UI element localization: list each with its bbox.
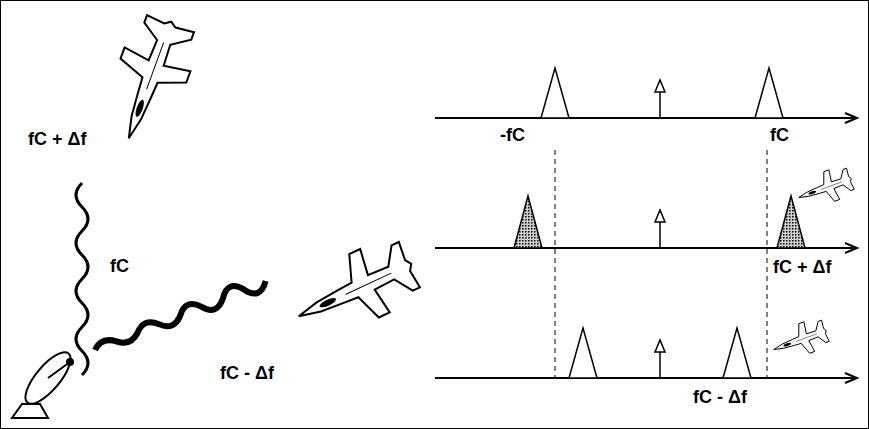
spectral-lines bbox=[514, 68, 805, 378]
carrier-arrows bbox=[655, 80, 665, 378]
jet-receding bbox=[284, 232, 426, 348]
jet-approaching bbox=[96, 10, 204, 150]
wave-up bbox=[76, 183, 88, 375]
jet-small bbox=[793, 164, 856, 213]
radar-dish bbox=[12, 346, 78, 418]
frequency-label: -fC bbox=[498, 124, 527, 146]
frequency-label: fC bbox=[108, 255, 131, 277]
frequency-label: fC + Δf bbox=[26, 128, 88, 150]
frequency-label: fC - Δf bbox=[218, 362, 276, 384]
wave-right bbox=[92, 274, 269, 358]
frequency-label: fC + Δf bbox=[771, 256, 833, 278]
spectrum-axes bbox=[435, 113, 857, 383]
reference-lines bbox=[555, 150, 767, 378]
frequency-label: fC - Δf bbox=[691, 386, 749, 408]
jet-small bbox=[768, 316, 831, 365]
frequency-label: fC bbox=[768, 124, 791, 146]
